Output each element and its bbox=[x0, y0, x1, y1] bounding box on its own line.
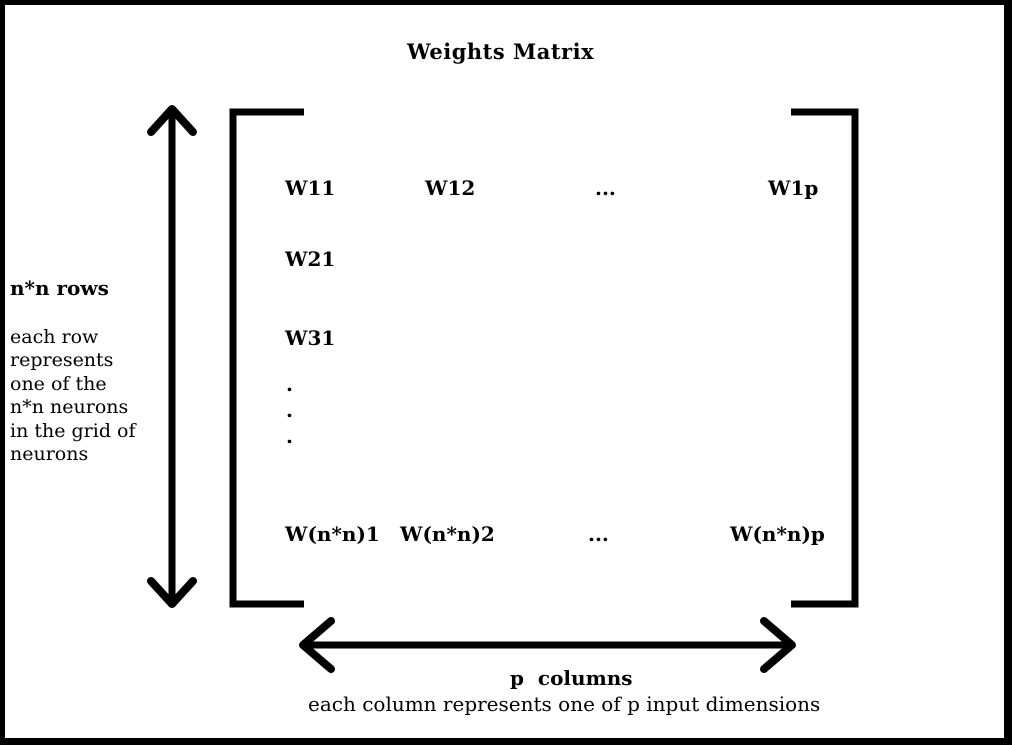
diagram-title: Weights Matrix bbox=[407, 39, 595, 64]
columns-count-label: p columns bbox=[510, 666, 633, 690]
matrix-cell-wnn2: W(n*n)2 bbox=[400, 522, 495, 546]
rows-description-line: in the grid of bbox=[10, 419, 136, 442]
matrix-vertical-ellipsis-dot: . bbox=[286, 372, 293, 396]
matrix-left-bracket bbox=[229, 108, 304, 608]
rows-description: each row represents one of the n*n neuro… bbox=[10, 326, 136, 466]
rows-count-label: n*n rows bbox=[10, 276, 109, 300]
matrix-cell-wnnp: W(n*n)p bbox=[730, 522, 825, 546]
matrix-cell-wnn1: W(n*n)1 bbox=[285, 522, 380, 546]
matrix-vertical-ellipsis-dot: . bbox=[286, 398, 293, 422]
matrix-lastrow-ellipsis: ... bbox=[588, 522, 609, 546]
horizontal-double-arrow-icon bbox=[299, 617, 796, 673]
matrix-cell-w11: W11 bbox=[285, 176, 336, 200]
rows-description-line: n*n neurons bbox=[10, 396, 129, 419]
matrix-cell-w12: W12 bbox=[425, 176, 476, 200]
matrix-right-bracket bbox=[791, 108, 859, 608]
vertical-double-arrow-icon bbox=[147, 105, 197, 608]
matrix-cell-w31: W31 bbox=[285, 326, 336, 350]
rows-description-line: one of the bbox=[10, 372, 107, 395]
rows-description-line: represents bbox=[10, 349, 114, 372]
matrix-cell-w21: W21 bbox=[285, 247, 336, 271]
rows-description-line: each row bbox=[10, 326, 99, 348]
rows-description-line: neurons bbox=[10, 443, 89, 466]
columns-description: each column represents one of p input di… bbox=[308, 692, 821, 716]
matrix-vertical-ellipsis-dot: . bbox=[286, 424, 293, 448]
matrix-cell-w1p: W1p bbox=[768, 176, 819, 200]
matrix-row1-ellipsis: ... bbox=[595, 176, 616, 200]
